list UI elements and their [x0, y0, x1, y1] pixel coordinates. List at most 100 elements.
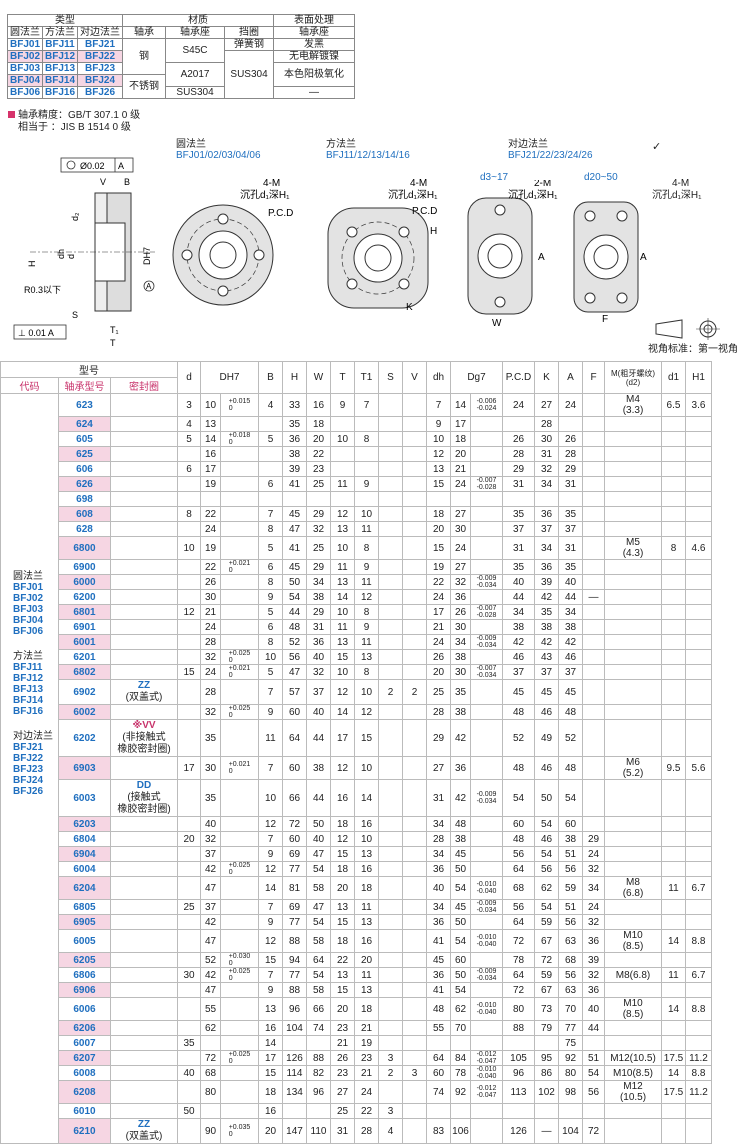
dim-value	[258, 446, 283, 462]
dim-value: 38	[558, 619, 583, 635]
thread-size: M10(8.5)	[604, 1065, 662, 1081]
steel-cell: 钢	[122, 38, 167, 75]
round-flange-caption: 圆法兰 BFJ01/02/03/04/06	[176, 139, 261, 161]
dim-value: 35	[177, 1035, 201, 1051]
dim-value: 24	[450, 536, 471, 560]
dim-value	[582, 719, 605, 757]
dim-value: 21	[450, 461, 471, 477]
dim-value	[685, 899, 712, 915]
bearing-model: 6205	[58, 952, 111, 968]
thread-size: M8(6.8)	[604, 876, 662, 900]
dim-value	[378, 816, 403, 832]
thread-size	[604, 1103, 662, 1119]
dim-value	[258, 461, 283, 477]
dim-value	[402, 649, 427, 665]
dim-value: 18	[354, 876, 379, 900]
dim-value: 32	[582, 967, 605, 983]
dim-value	[402, 491, 427, 507]
dim-value: 113	[502, 1080, 535, 1104]
dim-value: 27	[426, 756, 451, 780]
dim-value: 5	[258, 431, 283, 447]
dim-value: 36	[582, 929, 605, 953]
dim-value: 14	[330, 704, 355, 720]
dim-value: 126	[282, 1050, 307, 1066]
bearing-model: 6206	[58, 1020, 111, 1036]
seal-type	[110, 816, 178, 832]
dim-value: 90	[200, 1118, 221, 1144]
surface-header: 表面处理	[273, 14, 356, 27]
dim-value: 20	[177, 831, 201, 847]
dim-value: 7	[426, 393, 451, 417]
dim-value	[378, 756, 403, 780]
dim-value	[685, 679, 712, 705]
dim-value	[177, 1080, 201, 1104]
dim-value: 11	[661, 876, 686, 900]
dim-value	[685, 649, 712, 665]
dim-value	[685, 1020, 712, 1036]
dim-value	[177, 559, 201, 575]
dim-value	[661, 831, 686, 847]
thread-size	[604, 634, 662, 650]
tolerance	[220, 491, 259, 507]
seat-header: 轴承座	[165, 26, 226, 39]
dim-value	[661, 589, 686, 605]
dim-value	[582, 393, 605, 417]
dim-value: 12	[258, 929, 283, 953]
type-code: BFJ06	[6, 86, 44, 99]
thread-size	[604, 461, 662, 477]
dim-value: 54	[534, 846, 559, 862]
dim-value: 5	[177, 431, 201, 447]
dim-value	[502, 1103, 535, 1119]
thread-size	[604, 982, 662, 998]
tolerance	[220, 779, 259, 817]
dim-value: 34	[426, 899, 451, 915]
dim-value	[685, 461, 712, 477]
dim-value	[402, 846, 427, 862]
dim-value	[582, 521, 605, 537]
dim-value	[685, 831, 712, 847]
dim-value	[177, 619, 201, 635]
bearing-model: 6207	[58, 1050, 111, 1066]
dim-value	[177, 952, 201, 968]
dim-value: 24	[426, 589, 451, 605]
bearing-model: 6903	[58, 756, 111, 780]
tolerance: -0.012-0.047	[470, 1050, 503, 1066]
dim-value	[282, 1103, 307, 1119]
tolerance	[470, 952, 503, 968]
svg-text:A: A	[146, 282, 152, 291]
dim-value: 13	[354, 982, 379, 998]
dim-value	[177, 982, 201, 998]
svg-text:⊥ 0.01 A: ⊥ 0.01 A	[18, 328, 54, 338]
dim-value: 15	[354, 719, 379, 757]
dim-value: 15	[330, 649, 355, 665]
ring-header: 挡圈	[224, 26, 275, 39]
dim-value: 32	[200, 649, 221, 665]
dim-value	[402, 1050, 427, 1066]
dim-value	[378, 446, 403, 462]
tolerance	[220, 1103, 259, 1119]
dim-value: 19	[200, 536, 221, 560]
dim-value: 26	[426, 649, 451, 665]
dim-value	[378, 521, 403, 537]
dim-value: 29	[306, 506, 331, 522]
dim-value: 38	[534, 619, 559, 635]
thread-size: M10(8.5)	[604, 929, 662, 953]
dim-value: 77	[282, 914, 307, 930]
bearing-model: 6801	[58, 604, 111, 620]
dim-value	[534, 1103, 559, 1119]
bearing-model: 6800	[58, 536, 111, 560]
dim-value: 50	[282, 574, 307, 590]
tolerance	[220, 536, 259, 560]
dim-value	[177, 679, 201, 705]
dim-value: 50	[450, 914, 471, 930]
dim-value: 39	[282, 461, 307, 477]
dim-value: 22	[354, 1103, 379, 1119]
dim-value: 50	[177, 1103, 201, 1119]
svg-text:Ø0.02: Ø0.02	[80, 161, 105, 171]
tolerance	[220, 604, 259, 620]
bearing-model: 6203	[58, 816, 111, 832]
dim-value	[582, 431, 605, 447]
dim-value: 54	[534, 816, 559, 832]
bearing-model: 606	[58, 461, 111, 477]
dim-value: 28	[426, 831, 451, 847]
